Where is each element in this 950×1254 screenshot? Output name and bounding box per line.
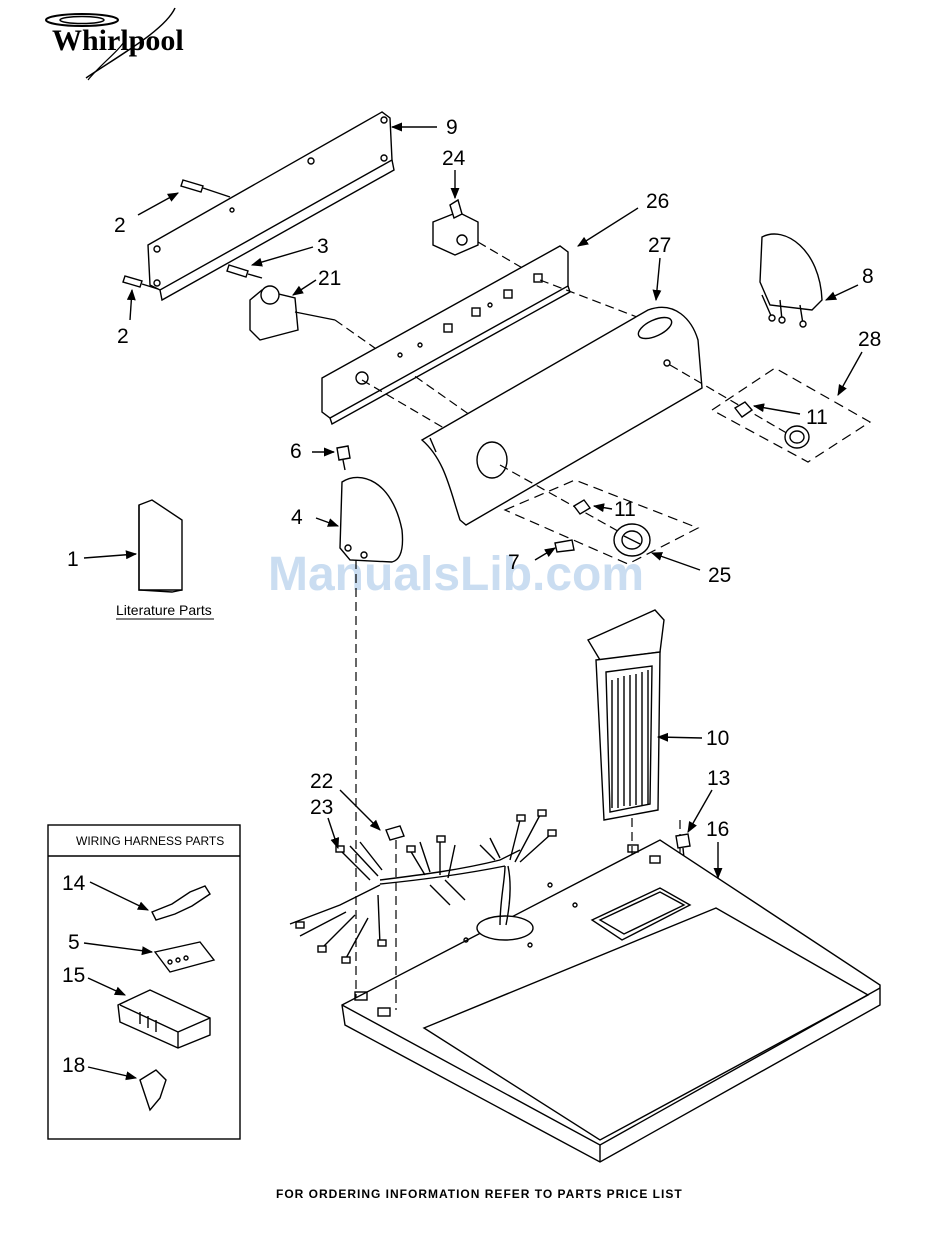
part-11-spacer-center	[574, 500, 590, 514]
brand-name: Whirlpool	[52, 24, 184, 57]
callout-26: 26	[646, 190, 669, 213]
callout-2-upper: 2	[114, 214, 126, 237]
literature-label: Literature Parts	[116, 602, 212, 618]
part-16-top-panel	[342, 840, 880, 1162]
part-4-endcap-left	[340, 477, 403, 562]
wiring-box-title: WIRING HARNESS PARTS	[76, 834, 224, 848]
callout-8: 8	[862, 265, 874, 288]
callout-10: 10	[706, 727, 729, 750]
terminal-icon	[152, 886, 210, 920]
callout-18: 18	[62, 1054, 85, 1077]
callout-28: 28	[858, 328, 881, 351]
callout-13: 13	[707, 767, 730, 790]
callout-6: 6	[290, 440, 302, 463]
callout-5: 5	[68, 931, 80, 954]
callout-2-lower: 2	[117, 325, 129, 348]
connector-housing-icon	[118, 990, 210, 1048]
callout-14: 14	[62, 872, 86, 895]
callout-22: 22	[310, 770, 333, 793]
connector-block-icon	[155, 942, 214, 972]
callout-7: 7	[508, 551, 520, 574]
callout-9: 9	[446, 116, 458, 139]
callout-23: 23	[310, 796, 333, 819]
part-8-endcap-right	[760, 234, 822, 327]
part-6-screw	[337, 446, 350, 470]
clip-icon	[140, 1070, 166, 1110]
callout-3: 3	[317, 235, 329, 258]
callout-21: 21	[318, 267, 341, 290]
footer-note: FOR ORDERING INFORMATION REFER TO PARTS …	[276, 1187, 683, 1201]
part-7-screw	[555, 540, 574, 552]
callout-25: 25	[708, 564, 731, 587]
part-2-screw-upper	[181, 180, 230, 197]
brand-logo: Whirlpool	[46, 8, 184, 80]
watermark-text: ManualsLib.com	[268, 548, 644, 601]
callout-16: 16	[706, 818, 729, 841]
callout-4: 4	[291, 506, 303, 529]
part-28-knob	[785, 426, 809, 448]
part-1-literature	[139, 500, 182, 592]
callout-11-center: 11	[614, 498, 636, 521]
part-9-bracket	[148, 112, 394, 300]
callout-15: 15	[62, 964, 85, 987]
callout-11-right: 11	[806, 406, 828, 429]
callout-1: 1	[67, 548, 79, 571]
callout-27: 27	[648, 234, 671, 257]
callout-24: 24	[442, 147, 466, 170]
part-3-screw	[227, 265, 262, 278]
part-27-console	[422, 307, 790, 535]
part-25-knob	[614, 524, 650, 556]
group-28-outline	[712, 368, 870, 462]
